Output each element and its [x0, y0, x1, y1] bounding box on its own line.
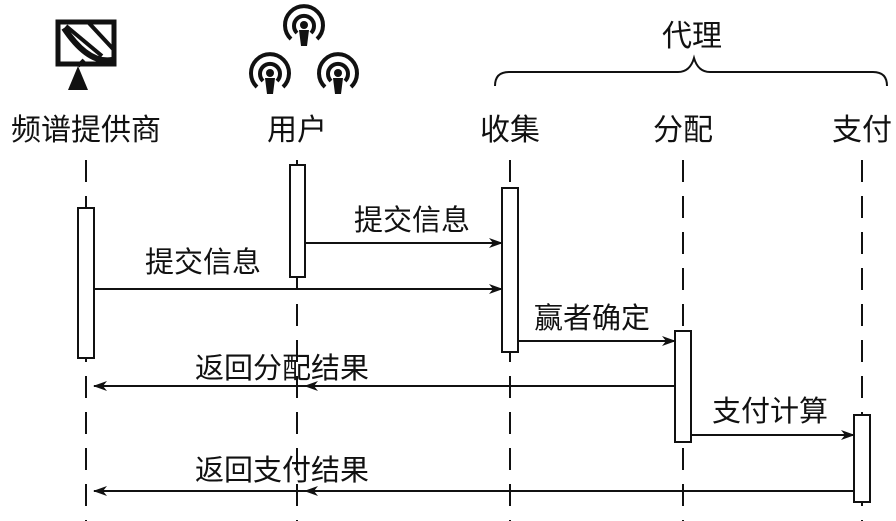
- message-label-return-payment: 返回支付结果: [195, 453, 369, 487]
- activation-allocate: [674, 330, 692, 443]
- satellite-dish-icon: [55, 19, 117, 90]
- message-label-provider-submit: 提交信息: [145, 245, 261, 279]
- agent-group-label: 代理: [662, 19, 722, 54]
- participant-label-provider: 频谱提供商: [11, 113, 161, 148]
- agent-group-brace: [494, 54, 888, 87]
- participant-label-pay: 支付: [832, 113, 892, 148]
- activation-collect: [501, 187, 519, 353]
- message-label-user-submit: 提交信息: [354, 203, 470, 237]
- participant-label-collect: 收集: [480, 113, 540, 148]
- message-label-return-allocation: 返回分配结果: [195, 351, 369, 385]
- message-label-payment-calculation: 支付计算: [712, 394, 828, 428]
- podcast-users-icon: [249, 4, 359, 94]
- participant-label-user: 用户: [267, 113, 327, 148]
- message-label-winner-determination: 赢者确定: [534, 301, 650, 335]
- activation-user: [289, 164, 306, 278]
- activation-pay: [853, 414, 871, 503]
- participant-label-allocate: 分配: [653, 113, 713, 148]
- activation-provider: [77, 207, 95, 359]
